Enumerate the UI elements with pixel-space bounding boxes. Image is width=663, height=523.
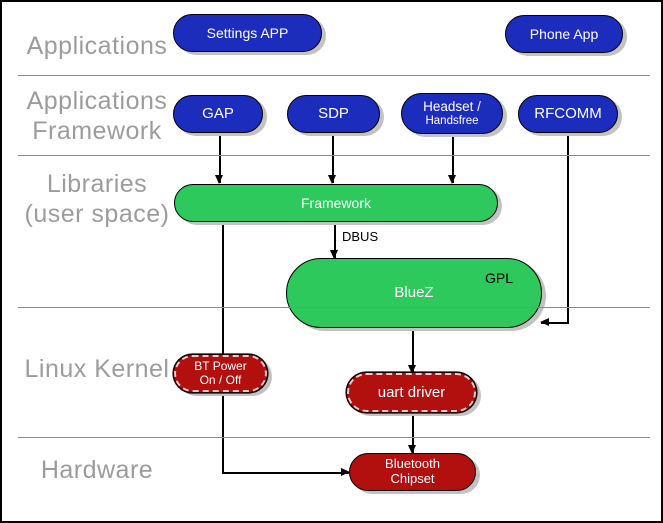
layer-label-applications: Applications [26,32,168,60]
arrowhead-gap-framework [215,175,223,184]
edge-framework-chipset-vertical [222,221,224,474]
node-label-line: BT Power [194,358,247,373]
node-uart-driver: uart driver [347,373,476,412]
node-bluetooth-chipset: Bluetooth Chipset [349,453,476,491]
node-bt-power: BT Power On / Off [174,355,267,392]
node-label-line: On / Off [199,372,242,387]
arrowhead-headset-framework [448,175,456,184]
edge-sdp-framework [332,132,334,183]
node-phone-app: Phone App [505,15,623,53]
node-label: BlueZ [394,284,434,302]
layer-label-hardware: Hardware [40,456,154,484]
layer-label-line: Applications [26,87,168,115]
layer-label-libraries: Libraries (user space) [16,169,178,229]
node-sdp: SDP [287,95,380,133]
node-bluez: BlueZ GPL [286,258,542,328]
layer-label-applications-framework: Applications Framework [16,86,178,146]
layer-label-line: (user space) [24,200,170,228]
edge-rfcomm-bluez-vertical [567,132,569,323]
edge-headset-framework [452,133,454,183]
arrowhead-rfcomm-bluez [540,318,549,326]
node-label-line: Chipset [390,471,435,486]
node-gap: GAP [173,95,263,133]
edge-gap-framework [219,132,221,183]
separator-libraries [18,307,650,308]
node-label-line: Headset / [423,99,481,115]
dbus-edge-label: DBUS [342,229,379,244]
layer-label-line: Libraries [46,170,148,198]
arrowhead-framework-bluez [330,250,338,259]
node-rfcomm: RFCOMM [518,95,618,133]
arrowhead-uart-chipset [408,445,416,454]
node-framework: Framework [174,184,498,222]
edge-rfcomm-bluez-horizontal [541,322,569,324]
gpl-license-label: GPL [484,270,513,286]
layer-label-linux-kernel: Linux Kernel [24,355,170,383]
edge-bluez-uart [412,328,414,373]
arrowhead-framework-chipset [341,468,350,476]
arrowhead-bluez-uart [408,365,416,374]
edge-framework-bluez [334,221,336,258]
edge-framework-chipset-horizontal [222,472,349,474]
node-settings-app: Settings APP [173,14,322,52]
node-label-line: Bluetooth [385,456,440,472]
node-headset-handsfree: Headset / Handsfree [401,93,503,134]
separator-linux-kernel [18,437,650,438]
node-label-line: Handsfree [425,114,479,127]
arrowhead-sdp-framework [328,175,336,184]
separator-applications [18,75,650,76]
edge-uart-chipset [412,412,414,453]
separator-applications-framework [18,155,650,156]
layer-label-line: Framework [32,117,162,145]
